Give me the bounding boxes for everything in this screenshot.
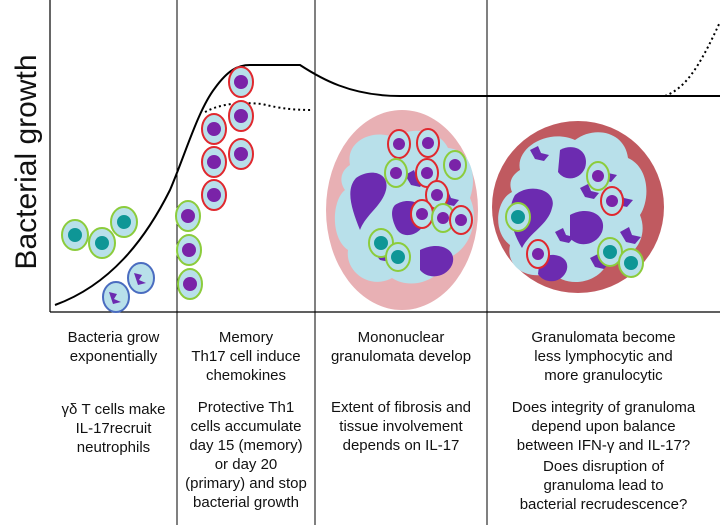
panel1-detail-caption: γδ T cells make IL-17recruit neutrophils — [61, 401, 166, 456]
th17-cell-red — [201, 179, 227, 211]
neutrophil — [102, 281, 130, 313]
gd-t-cell — [110, 206, 138, 238]
panel2-stage-caption: Memory Th17 cell induce chemokines — [191, 329, 301, 384]
neutrophil — [127, 262, 155, 294]
th1-cell-green — [175, 200, 201, 232]
growth-curve-memory — [204, 102, 313, 113]
th17-cell-red — [228, 66, 254, 98]
panel4-stage-caption: Granulomata become less lymphocytic and … — [531, 329, 676, 384]
th17-cell-red — [201, 146, 227, 178]
granuloma-granulocytic — [492, 121, 664, 293]
granuloma-mononuclear — [326, 110, 478, 310]
th17-cell-red — [228, 138, 254, 170]
th1-cell-green — [177, 268, 203, 300]
y-axis-label: Bacterial growth — [10, 54, 43, 270]
th17-cell-red — [228, 100, 254, 132]
gd-t-cell — [88, 227, 116, 259]
panel2-detail-caption: Protective Th1 cells accumulate day 15 (… — [185, 399, 307, 511]
panel4-detail-caption: Does integrity of granuloma depend upon … — [511, 399, 696, 454]
gd-t-cell — [61, 219, 89, 251]
panel1-cells — [61, 206, 155, 313]
th17-cell-red — [201, 113, 227, 145]
panel2-cells — [175, 66, 254, 300]
panel4-extra-caption: Does disruption of granuloma lead to bac… — [519, 458, 688, 513]
panel3-stage-caption: Mononuclear granulomata develop — [330, 329, 472, 365]
th1-cell-green — [176, 234, 202, 266]
panel3-detail-caption: Extent of fibrosis and tissue involvemen… — [330, 399, 472, 454]
panel1-stage-caption: Bacteria grow exponentially — [67, 329, 160, 365]
growth-curve-recrudescence — [664, 21, 720, 97]
growth-curve-primary — [54, 64, 720, 306]
